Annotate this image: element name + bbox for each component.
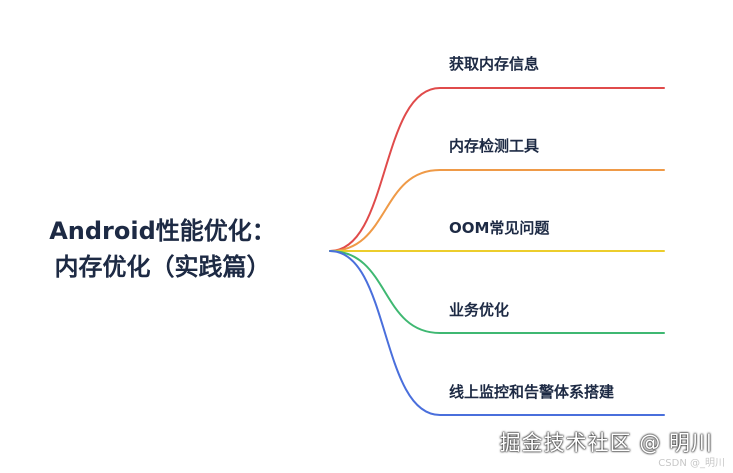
root-title-line2: 内存优化（实践篇） [54,253,271,281]
root-title-line1: Android性能优化： [49,217,276,245]
branch-node-online-monitoring[interactable]: 线上监控和告警体系搭建 [449,383,615,401]
connector-get-memory-info [329,87,665,252]
connector-online-monitoring [329,250,665,416]
connector-memory-tools [329,169,665,252]
branch-node-memory-tools[interactable]: 内存检测工具 [449,137,540,155]
branch-node-business-optimization[interactable]: 业务优化 [449,301,510,319]
watermark-juejin: 掘金技术社区 @ 明川 [499,431,713,455]
branch-node-oom-issues[interactable]: OOM常见问题 [449,219,550,237]
connector-business-optimization [329,250,665,334]
root-node[interactable]: Android性能优化： 内存优化（实践篇） [20,213,305,285]
watermark-csdn: CSDN @_明川 [658,458,725,469]
branch-node-get-memory-info[interactable]: 获取内存信息 [449,55,540,73]
